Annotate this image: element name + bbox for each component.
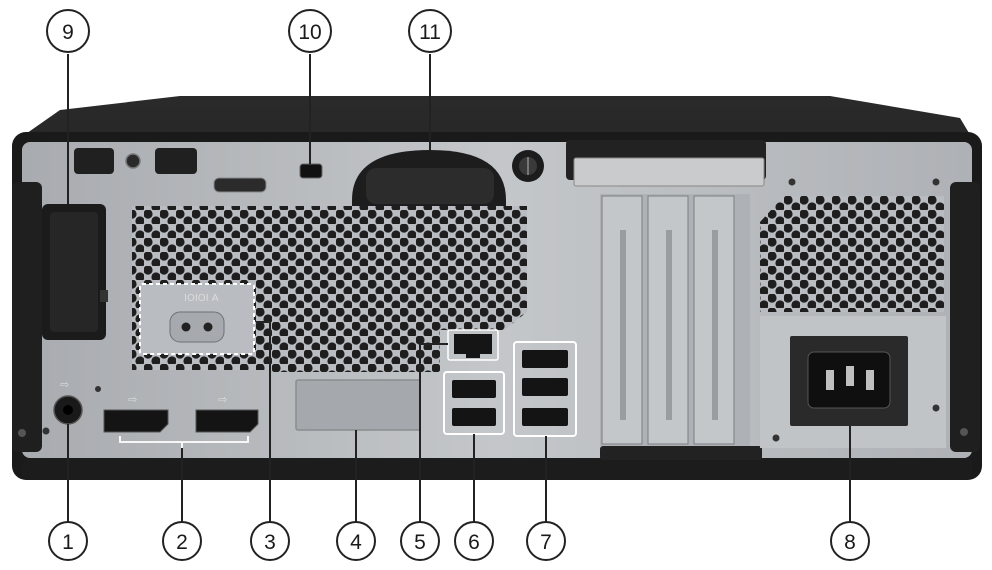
svg-text:⇨: ⇨ (128, 393, 137, 406)
usb-port-icon[interactable] (522, 408, 568, 426)
callout-1: 1 (48, 521, 88, 561)
usb-group-6 (443, 371, 505, 435)
serial-port-area[interactable]: IOIOI A (139, 283, 255, 355)
callout-11: 11 (408, 9, 452, 53)
displayport-icon[interactable]: ⇨ (195, 393, 259, 433)
top-connectors (74, 148, 267, 193)
callout-2: 2 (162, 521, 202, 561)
svg-text:3: 3 (264, 531, 276, 554)
svg-text:7: 7 (540, 531, 552, 554)
svg-text:10: 10 (298, 21, 321, 44)
svg-text:8: 8 (844, 531, 856, 554)
svg-text:6: 6 (468, 531, 480, 554)
thumbscrew-icon[interactable] (512, 150, 544, 182)
security-lock-slot-icon[interactable] (299, 163, 323, 179)
callout-10: 10 (288, 9, 332, 53)
svg-text:⇨: ⇨ (60, 378, 69, 391)
usb-port-icon[interactable] (522, 350, 568, 368)
svg-text:5: 5 (414, 531, 426, 554)
callout-8: 8 (830, 521, 870, 561)
displayport-icon[interactable]: ⇨ (103, 393, 169, 433)
callout-6: 6 (454, 521, 494, 561)
callout-5: 5 (400, 521, 440, 561)
svg-text:11: 11 (419, 21, 441, 44)
callout-3: 3 (250, 521, 290, 561)
side-latch[interactable] (42, 204, 108, 340)
callout-leaders (67, 54, 851, 522)
ethernet-icon[interactable] (447, 329, 499, 361)
usb-port-icon[interactable] (452, 380, 496, 398)
svg-text:1: 1 (62, 531, 74, 554)
power-inlet-icon[interactable] (790, 336, 908, 426)
serial-port-label: IOIOI A (184, 293, 219, 304)
callout-4: 4 (336, 521, 376, 561)
svg-text:⇨: ⇨ (218, 393, 227, 406)
optional-port-plate[interactable] (295, 379, 421, 431)
callout-9: 9 (46, 9, 90, 53)
usb-port-icon[interactable] (452, 408, 496, 426)
svg-text:4: 4 (350, 531, 362, 554)
svg-text:9: 9 (62, 21, 74, 44)
expansion-slots (566, 140, 766, 460)
svg-text:2: 2 (176, 531, 188, 554)
usb-port-icon[interactable] (522, 378, 568, 396)
callout-7: 7 (526, 521, 566, 561)
padlock-loop-icon[interactable] (352, 150, 506, 206)
usb-group-7 (513, 341, 577, 437)
